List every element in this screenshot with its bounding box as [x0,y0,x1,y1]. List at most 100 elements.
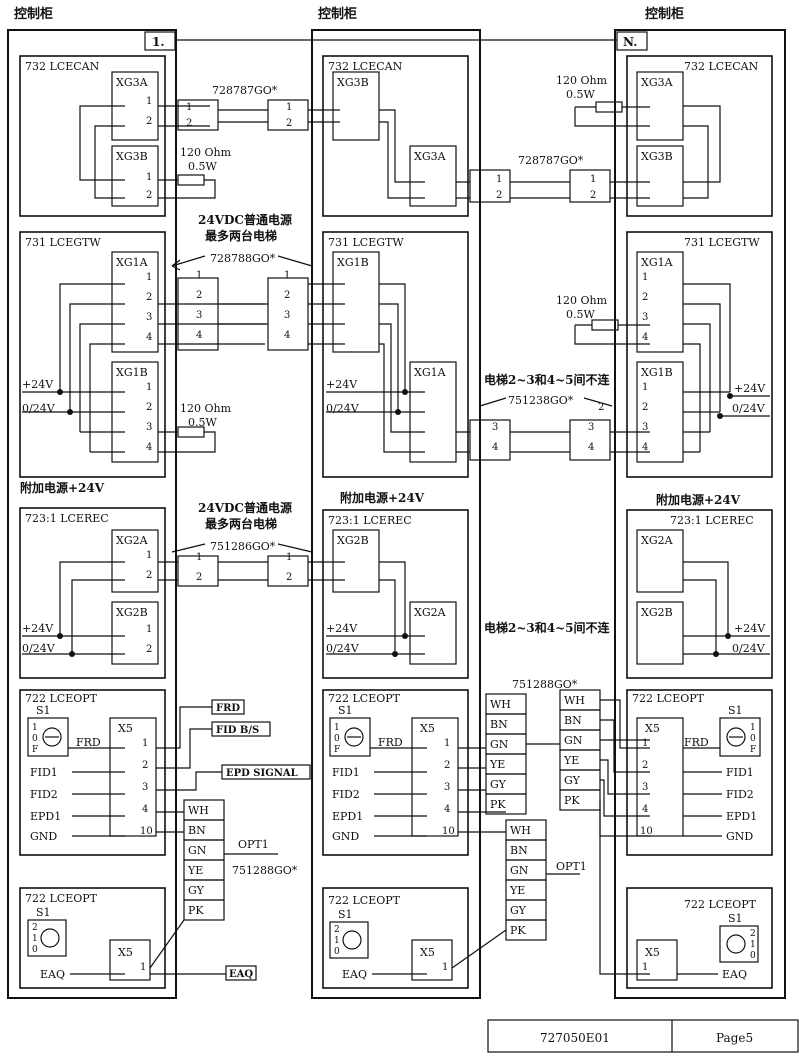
wire [574,324,650,345]
note-aux-power-middle: 附加电源+24V [340,490,425,505]
switch-pos-label: 2 [750,929,756,939]
connector-xg1a-right [636,251,684,353]
pin-label: 2 [590,190,596,201]
wire [68,747,125,837]
switch-pos-label: 0 [334,734,340,744]
note-aux-power-left: 附加电源+24V [20,480,105,495]
pin-label: 4 [284,330,290,341]
signal-fid2-right: FID2 [726,788,754,801]
resistor-power: 0.5W [566,308,595,321]
connector-xg1b-right-label: XG1B [641,366,673,379]
pin-label: 1 [642,738,648,749]
wire [326,635,405,655]
connector-x5-middle-label: X5 [420,722,435,735]
resistor-power: 0.5W [188,160,217,173]
pin-label: 4 [196,330,202,341]
wire [22,391,70,413]
pin-label: 1 [146,272,152,283]
pin-label: 4 [492,442,498,453]
signal-epd1-left: EPD1 [30,810,61,823]
switch-pos-label: 0 [32,734,38,744]
pin-label: 1 [642,962,648,973]
pin-label: 4 [146,332,152,343]
wire [458,743,560,791]
pin-label: 3 [642,422,648,433]
pin-label: 1 [196,270,202,281]
switch-s1-right [719,717,761,757]
pin-label: 2 [146,116,152,127]
plug-right-can [569,169,611,203]
note-no-connect-1: 电梯2~3和4~5间不连 [484,372,611,387]
switch-s1-left-label: S1 [36,704,51,717]
signal-frd-left: FRD [76,736,101,749]
wire-color-label: GN [510,864,529,877]
switch-pos-label: 2 [32,923,38,933]
switch-pos-label: 0 [334,947,340,957]
pin-label: 1 [642,382,648,393]
wire-color-label: WH [188,804,209,817]
pin-label: 2 [642,402,648,413]
pin-label: 2 [146,292,152,303]
module-lcecan-middle [322,55,469,217]
signal-fid1-left: FID1 [30,766,58,779]
module-lcecan-left-label: 732 LCECAN [25,60,100,73]
arrow-left [171,255,206,271]
plug-left-gtw [177,277,219,351]
connector-xg2b-right-label: XG2B [641,606,673,619]
pin-label: 1 [140,962,146,973]
wire-color-label: BN [490,718,508,731]
pin-label: 2 [142,760,148,771]
switch-dial-icon [342,930,362,950]
pin-label: 2 [196,290,202,301]
module-lcecan-left [19,55,166,217]
voltage-p24-middle: +24V [326,378,358,391]
switch-s1-lower-left [27,919,67,957]
module-lceopt-lower-right-label: 722 LCEOPT [684,898,757,911]
pin-label: 1 [146,172,152,183]
connector-xg3b-right [636,145,684,207]
module-lcerec-right [626,509,773,679]
switch-pos-label: 0 [32,945,38,955]
module-lcegtw-right-label: 731 LCEGTW [684,236,760,249]
cabinet-title-right: 控制柜 [645,6,684,22]
switch-pos-label: 1 [334,936,340,946]
tag-frd-label: FRD [216,703,240,714]
pin-label: 1 [146,624,152,635]
pin-label: 2 [642,760,648,771]
connector-xg3b-middle-label: XG3B [337,76,369,89]
pin-label: 3 [588,422,594,433]
plug-right-gtw [569,419,611,461]
module-lcerec-left [19,507,166,679]
arrow-left [171,543,206,553]
signal-eaq-left: EAQ [40,968,65,981]
pin-label: 1 [146,96,152,107]
signal-frd-middle: FRD [378,736,403,749]
wire [599,810,718,975]
connector-x5-right-label: X5 [645,722,660,735]
cable-label-can-1: 728787GO* [212,84,278,97]
module-lcegtw-right [626,231,773,478]
pin-label: 1 [146,382,152,393]
switch-pos-label: 1 [334,723,340,733]
wire [683,747,722,837]
pin-label: 10 [140,826,153,837]
signal-frd-right: FRD [684,736,709,749]
resistor-left-can [177,174,205,186]
junction [392,651,398,657]
pin-label: 1 [146,550,152,561]
plug-mid-gtw-2 [469,419,511,461]
resistor-value: 120 Ohm [556,74,608,87]
pin-label: 4 [146,442,152,453]
plug-mid-rec [267,555,309,587]
wire [372,929,507,975]
signal-fid2-middle: FID2 [332,788,360,801]
module-lceopt-left-label: 722 LCEOPT [25,692,98,705]
wire-color-label: GY [510,904,527,917]
pin-label: 2 [598,402,604,413]
junction [57,633,63,639]
connector-xg2b-left-label: XG2B [116,606,148,619]
switch-s1-middle [329,717,371,757]
junction [713,651,719,657]
arrow-left [479,397,507,407]
module-lceopt-lower-middle [322,887,469,989]
